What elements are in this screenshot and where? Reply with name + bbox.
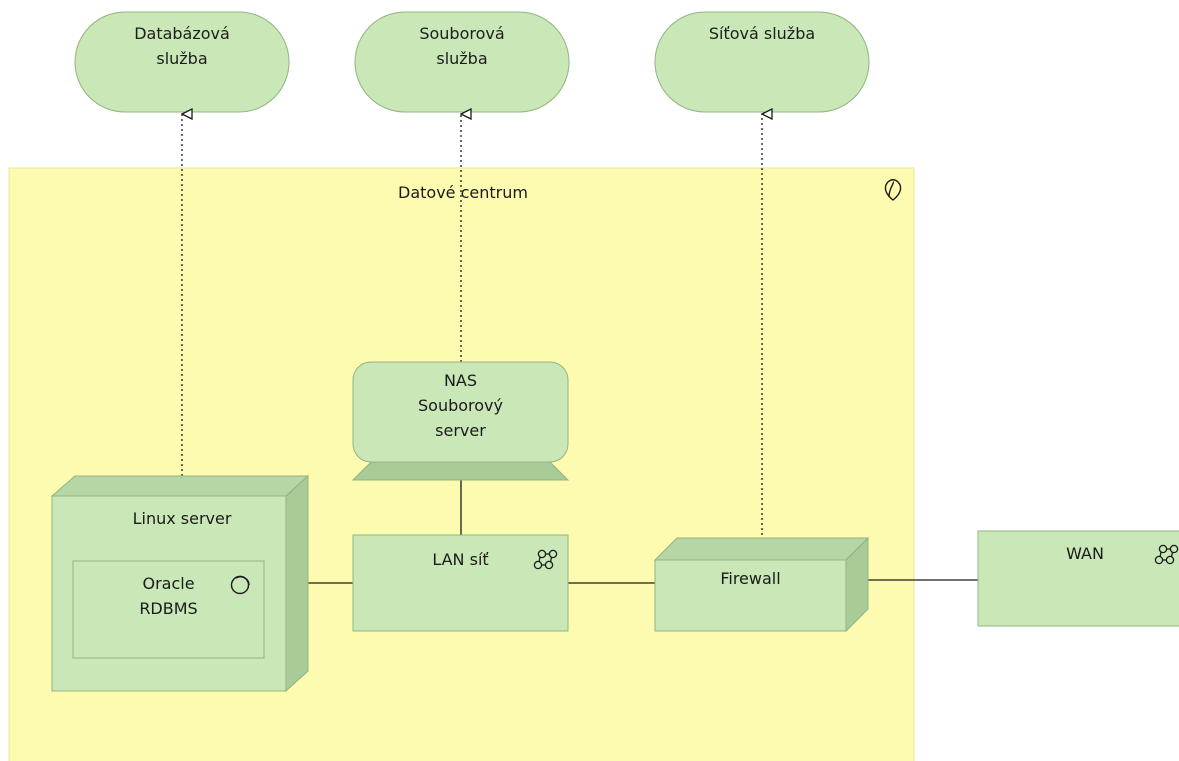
- system-software-icon: [230, 575, 250, 595]
- network-wan[interactable]: [977, 530, 1179, 627]
- system-software-oracle-rdbms[interactable]: [72, 560, 265, 659]
- node-label-wan: WAN: [1066, 544, 1104, 563]
- service-label-sitova: Síťová služba: [708, 24, 816, 43]
- network-icon: [533, 549, 558, 570]
- node-label-nas: NAS Souborový server: [418, 371, 503, 440]
- node-label-firewall: Firewall: [720, 569, 781, 588]
- node-label-oracle-rdbms: Oracle RDBMS: [139, 574, 198, 618]
- node-label-lan: LAN síť: [432, 550, 489, 569]
- device-nas-souborovy-server[interactable]: [351, 361, 570, 481]
- node-label-linux-server: Linux server: [132, 509, 232, 528]
- node-firewall[interactable]: [653, 536, 870, 633]
- network-icon: [1154, 544, 1179, 565]
- location-pin-icon: [884, 179, 902, 201]
- location-label: Datové centrum: [398, 183, 528, 202]
- network-lan[interactable]: [352, 534, 569, 632]
- service-label-souborova: Souborová služba: [419, 24, 505, 68]
- service-label-databazova: Databázová služba: [134, 24, 230, 68]
